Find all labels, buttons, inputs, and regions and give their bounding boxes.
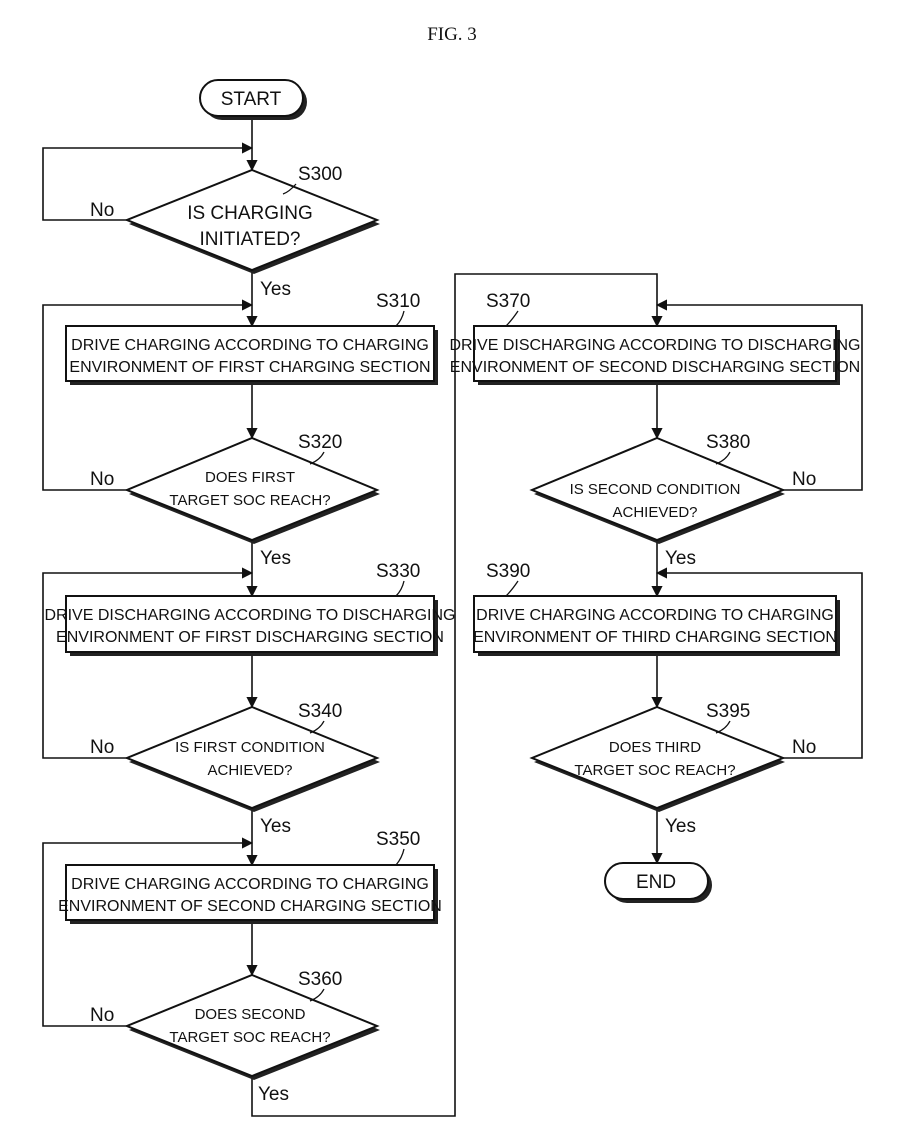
s350-line-1: DRIVE CHARGING ACCORDING TO CHARGING — [71, 876, 429, 893]
s330-line-1: DRIVE DISCHARGING ACCORDING TO DISCHARGI… — [44, 607, 455, 624]
decision-s340: IS FIRST CONDITION ACHIEVED? S340 No Yes — [90, 701, 380, 837]
end-terminal: END — [605, 863, 712, 903]
end-label: END — [636, 872, 676, 893]
s370-line-2: ENVIRONMENT OF SECOND DISCHARGING SECTIO… — [450, 359, 860, 376]
s380-no-label: No — [792, 469, 816, 490]
s300-line-1: IS CHARGING — [187, 203, 313, 224]
s390-line-1: DRIVE CHARGING ACCORDING TO CHARGING — [476, 607, 834, 624]
s340-no-label: No — [90, 737, 114, 758]
s380-line-1: IS SECOND CONDITION — [570, 481, 741, 498]
s370-step-label: S370 — [486, 291, 530, 312]
s360-line-1: DOES SECOND — [195, 1006, 306, 1023]
s395-line-1: DOES THIRD — [609, 739, 701, 756]
s380-yes-label: Yes — [665, 548, 696, 569]
s370-line-1: DRIVE DISCHARGING ACCORDING TO DISCHARGI… — [449, 337, 860, 354]
process-s330: DRIVE DISCHARGING ACCORDING TO DISCHARGI… — [44, 561, 455, 656]
s300-step-label: S300 — [298, 164, 342, 185]
figure-title: FIG. 3 — [427, 24, 477, 45]
s340-line-1: IS FIRST CONDITION — [175, 739, 325, 756]
decision-s380: IS SECOND CONDITION ACHIEVED? S380 No Ye… — [532, 432, 816, 569]
s350-step-label: S350 — [376, 829, 420, 850]
decision-s320: DOES FIRST TARGET SOC REACH? S320 No Yes — [90, 432, 380, 569]
s320-line-1: DOES FIRST — [205, 469, 295, 486]
s330-line-2: ENVIRONMENT OF FIRST DISCHARGING SECTION — [56, 629, 444, 646]
s300-yes-label: Yes — [260, 279, 291, 300]
s360-step-label: S360 — [298, 969, 342, 990]
s390-line-2: ENVIRONMENT OF THIRD CHARGING SECTION — [473, 629, 837, 646]
s395-step-label: S395 — [706, 701, 750, 722]
start-terminal: START — [200, 80, 307, 120]
start-label: START — [221, 89, 282, 110]
s395-yes-label: Yes — [665, 816, 696, 837]
s310-line-2: ENVIRONMENT OF FIRST CHARGING SECTION — [69, 359, 430, 376]
s380-line-2: ACHIEVED? — [612, 504, 697, 521]
s395-line-2: TARGET SOC REACH? — [574, 762, 735, 779]
s310-line-1: DRIVE CHARGING ACCORDING TO CHARGING — [71, 337, 429, 354]
s360-yes-label: Yes — [258, 1084, 289, 1105]
s320-yes-label: Yes — [260, 548, 291, 569]
s340-step-label: S340 — [298, 701, 342, 722]
s310-step-label: S310 — [376, 291, 420, 312]
s395-no-label: No — [792, 737, 816, 758]
decision-s300: IS CHARGING INITIATED? S300 No Yes — [90, 164, 380, 300]
s320-step-label: S320 — [298, 432, 342, 453]
s340-line-2: ACHIEVED? — [207, 762, 292, 779]
decision-s360: DOES SECOND TARGET SOC REACH? S360 No Ye… — [90, 969, 380, 1105]
s320-line-2: TARGET SOC REACH? — [169, 492, 330, 509]
s350-line-2: ENVIRONMENT OF SECOND CHARGING SECTION — [58, 898, 442, 915]
s360-no-label: No — [90, 1005, 114, 1026]
s300-no-label: No — [90, 200, 114, 221]
s390-step-label: S390 — [486, 561, 530, 582]
s300-line-2: INITIATED? — [200, 229, 301, 250]
s360-line-2: TARGET SOC REACH? — [169, 1029, 330, 1046]
s320-no-label: No — [90, 469, 114, 490]
decision-s395: DOES THIRD TARGET SOC REACH? S395 No Yes — [532, 701, 816, 837]
s340-yes-label: Yes — [260, 816, 291, 837]
s330-step-label: S330 — [376, 561, 420, 582]
s380-step-label: S380 — [706, 432, 750, 453]
